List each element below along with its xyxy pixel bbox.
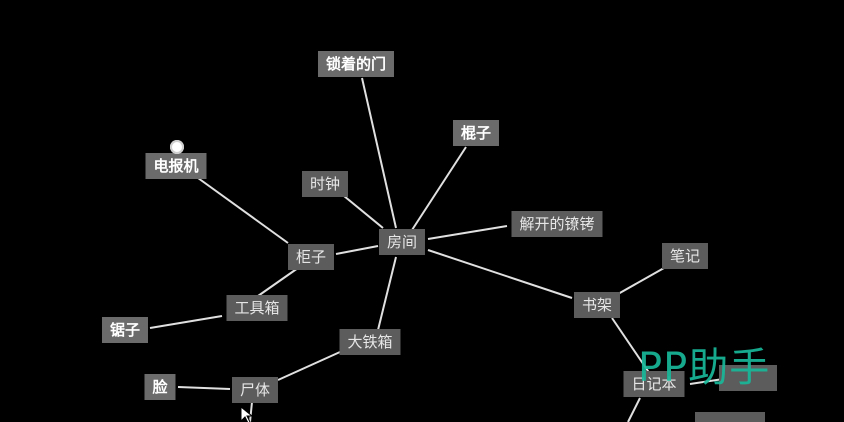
node-locked-door[interactable]: 锁着的门 [317,51,395,77]
edge-room-bookshelf [427,249,573,299]
edge-saw-toolbox [149,315,223,329]
edge-room-ironbox [377,256,397,331]
node-clock[interactable]: 时钟 [301,171,349,197]
node-telegraph[interactable]: 电报机 [145,153,207,179]
node-room[interactable]: 房间 [378,229,426,255]
node-notes[interactable]: 笔记 [661,243,709,269]
node-untie-shackle[interactable]: 解开的镣铐 [511,211,603,237]
edge-corpse-down [249,401,253,422]
watermark-logo: PP助手 [638,345,771,391]
edge-cabinet-toolbox [257,267,299,297]
edge-bookshelf-diary [611,317,651,375]
edge-corpse-ironbox [277,351,341,381]
node-face[interactable]: 脸 [144,374,176,400]
edge-clock-room [343,195,384,229]
selection-dot-icon[interactable] [170,140,184,154]
edge-stick-room [411,146,467,231]
node-partial-bottom[interactable] [695,412,765,422]
node-cabinet[interactable]: 柜子 [287,244,335,270]
edge-telegraph-cabinet [197,177,289,244]
node-partial-right[interactable]: … [719,365,777,391]
node-corpse[interactable]: 尸体 [231,377,279,403]
edge-face-corpse [177,386,231,390]
edge-shackle-room [427,225,508,240]
node-big-iron-box[interactable]: 大铁箱 [339,329,401,355]
edge-cabinet-room [335,245,379,255]
node-diary[interactable]: 日记本 [623,371,685,397]
pointer-cursor-icon [240,406,254,422]
edge-diary-down [627,397,641,422]
node-bookshelf[interactable]: 书架 [573,292,621,318]
node-toolbox[interactable]: 工具箱 [226,295,288,321]
edge-door-room [361,77,397,229]
edge-notes-bookshelf [617,267,665,295]
node-saw[interactable]: 锯子 [101,317,149,343]
node-stick[interactable]: 棍子 [452,120,500,146]
